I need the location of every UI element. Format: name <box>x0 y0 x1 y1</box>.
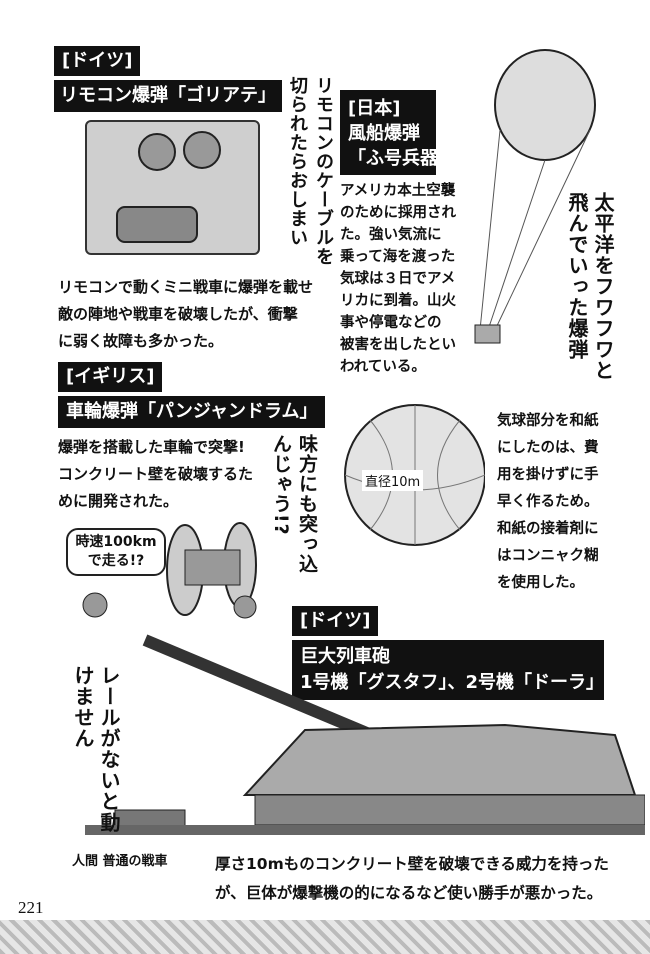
text-line: われている。 <box>340 359 426 375</box>
fugo-title: 風船爆弾 <box>348 123 420 144</box>
gustav-country: [ドイツ] <box>292 606 379 636</box>
fugo-header: [日本] 風船爆弾 「ふ号兵器」 <box>340 90 456 175</box>
text-line: はコンニャク糊 <box>497 548 599 564</box>
gustav-subtitle: 1号機「グスタフ」、2号機「ドーラ」 <box>300 672 605 693</box>
text-line: アメリカ本土空襲 <box>340 183 456 199</box>
fugo-body-2: 気球部分を和紙 にしたのは、費 用を掛けずに手 早く作るため。 和紙の接着剤に … <box>497 408 637 597</box>
page-number: 221 <box>18 898 44 917</box>
bubble-line: 時速100km <box>75 534 157 550</box>
text-line: 敵の陣地や戦車を破壊したが、衝撃 <box>58 305 298 323</box>
text-line: リモコンで動くミニ戦車に爆弾を載せ <box>58 278 314 296</box>
goliath-country: [ドイツ] <box>54 46 141 76</box>
panjandrum-illustration <box>82 522 257 619</box>
text-line: 和紙の接着剤に <box>497 521 599 537</box>
gustav-vertical-caption: レールがないと動けません <box>71 665 121 833</box>
goliath-vertical-caption: リモコンのケーブルを切られたらおしまい <box>287 76 334 266</box>
text-line: 気球は３日でアメ <box>340 271 456 287</box>
text-line: が、巨体が爆撃機の的になるなど使い勝手が悪かった。 <box>215 884 603 902</box>
fugo-body: アメリカ本土空襲 のために採用され た。強い気流に 乗って海を渡った 気球は３日… <box>340 180 490 378</box>
text-line: た。強い気流に <box>340 227 442 243</box>
decorative-border <box>0 920 650 954</box>
text-line: にしたのは、費 <box>497 440 599 456</box>
text-line: 事や停電などの <box>340 315 442 331</box>
text-line: 被害を出したとい <box>340 337 456 353</box>
goliath-title: リモコン爆弾「ゴリアテ」 <box>54 80 282 112</box>
goliath-body: リモコンで動くミニ戦車に爆弾を載せ 敵の陣地や戦車を破壊したが、衝撃 に弱く故障… <box>58 274 320 355</box>
text-line: に弱く故障も多かった。 <box>58 332 224 350</box>
text-line: のために採用され <box>340 205 456 221</box>
text-line: 用を掛けずに手 <box>497 467 599 483</box>
text-line: 厚さ10mものコンクリート壁を破壊できる威力を持った <box>215 855 609 873</box>
railway-gun-illustration <box>85 634 645 835</box>
goliath-illustration <box>85 120 260 255</box>
bubble-line: で走る!? <box>87 553 145 569</box>
speed-speech-bubble: 時速100km で走る!? <box>66 528 166 576</box>
fugo-subtitle: 「ふ号兵器」 <box>348 148 456 169</box>
text-line: 早く作るため。 <box>497 494 599 510</box>
balloon-illustration <box>474 49 596 344</box>
diameter-label: 直径10m <box>362 470 424 491</box>
panjandrum-vertical-caption: 味方にも突っ込んじゃう!? <box>270 434 318 574</box>
text-line: 爆弾を搭載した車輪で突撃! <box>58 438 245 456</box>
panjandrum-title: 車輪爆弾「パンジャンドラム」 <box>58 396 326 428</box>
gustav-title-line: 巨大列車砲 <box>300 646 390 667</box>
text-line: めに開発された。 <box>58 492 179 510</box>
text-line: コンクリート壁を破壊するた <box>58 465 254 483</box>
gustav-title: 巨大列車砲 1号機「グスタフ」、2号機「ドーラ」 <box>292 640 604 700</box>
panjandrum-country: [イギリス] <box>58 362 163 392</box>
scale-comparison-label: 人間 普通の戦車 <box>72 854 168 869</box>
panjandrum-body: 爆弾を搭載した車輪で突撃! コンクリート壁を破壊するた めに開発された。 <box>58 434 258 515</box>
country-label: [日本] <box>348 98 401 119</box>
text-line: 乗って海を渡った <box>340 249 456 265</box>
text-line: 気球部分を和紙 <box>497 413 599 429</box>
text-line: リカに到着。山火 <box>340 293 456 309</box>
fugo-vertical-caption: 太平洋をフワフワと飛んでいった爆弾 <box>565 192 615 381</box>
gustav-body: 厚さ10mものコンクリート壁を破壊できる威力を持った が、巨体が爆撃機の的になる… <box>215 850 635 908</box>
text-line: を使用した。 <box>497 575 584 591</box>
